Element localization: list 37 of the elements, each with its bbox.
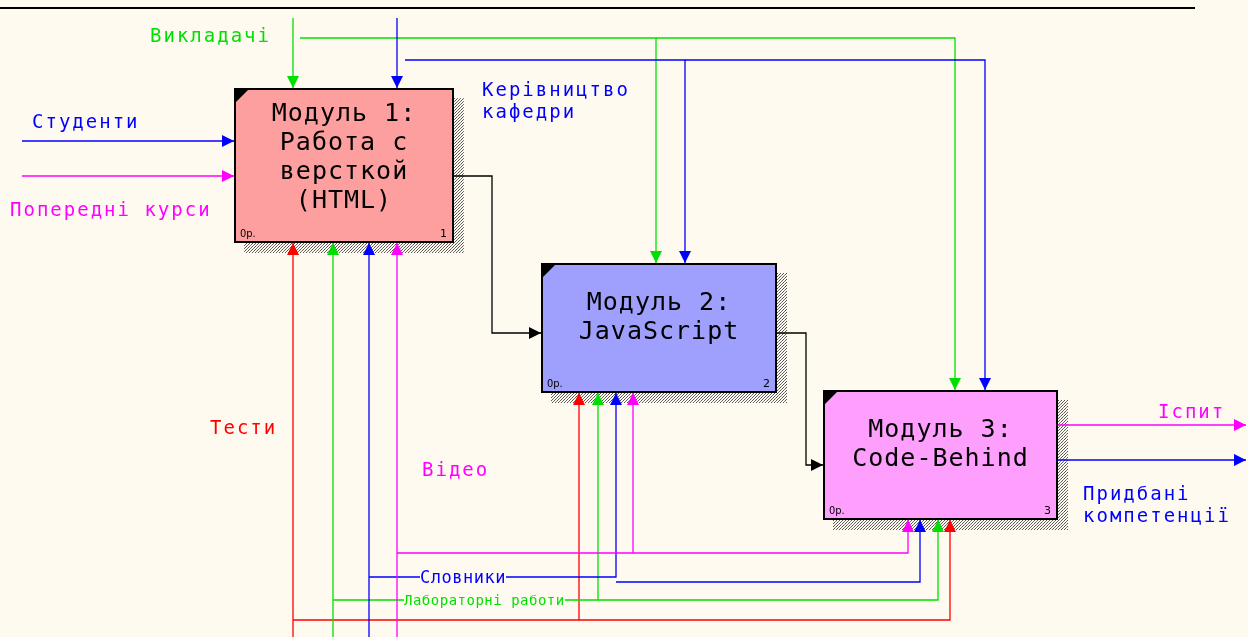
arrow — [1057, 419, 1247, 431]
process-box — [541, 263, 777, 393]
arrow — [21, 135, 235, 147]
box-title: Модуль 1: Работа с версткой (HTML) — [270, 98, 418, 214]
cost-label: 0р. — [547, 377, 563, 390]
process-box — [823, 390, 1058, 520]
arrow — [655, 37, 961, 391]
edge-label: Словники — [420, 568, 506, 586]
arrow — [597, 519, 944, 601]
arrow — [632, 519, 914, 554]
edge-label: Лабораторні работи — [404, 591, 565, 609]
arrow — [404, 59, 691, 264]
box-number: 2 — [763, 377, 770, 390]
arrow — [327, 242, 339, 637]
arrow — [299, 37, 662, 264]
box-number: 3 — [1044, 504, 1051, 517]
box-number: 1 — [440, 227, 447, 240]
cost-label: 0р. — [240, 227, 256, 240]
arrow — [292, 392, 585, 621]
arrow — [396, 392, 639, 554]
arrow — [391, 242, 403, 637]
arrow — [391, 17, 403, 89]
arrow — [684, 59, 991, 391]
arrow — [776, 332, 824, 471]
edge-label: Викладачі — [150, 24, 271, 46]
process-box — [234, 88, 454, 243]
cost-label: 0р. — [829, 504, 845, 517]
box-title: Модуль 3: Code-Behind — [851, 414, 1030, 472]
arrow — [287, 17, 299, 89]
arrow — [453, 175, 542, 339]
arrow — [363, 242, 375, 637]
arrow — [578, 519, 956, 621]
arrow — [21, 170, 235, 182]
arrow — [1057, 454, 1247, 466]
arrow — [615, 519, 926, 583]
arrow — [287, 242, 299, 637]
box-title: Модуль 2: JavaScript — [577, 287, 741, 345]
